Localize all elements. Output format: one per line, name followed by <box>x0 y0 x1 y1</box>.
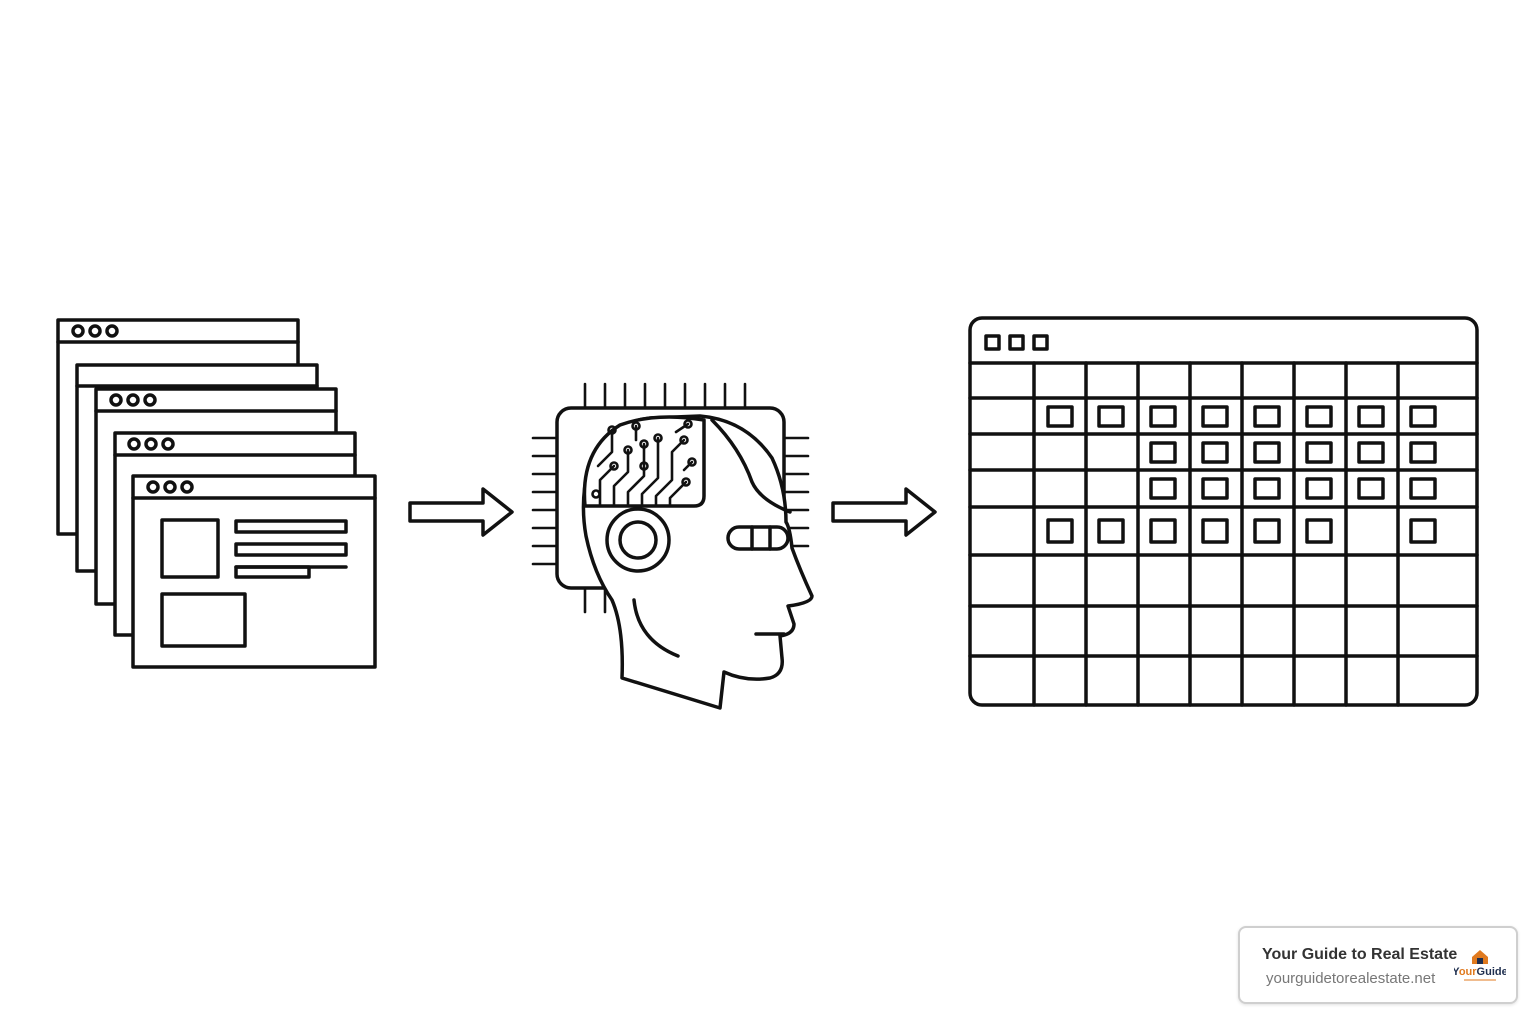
browser-window-stack-icon <box>56 318 377 669</box>
browser-window-front <box>131 474 377 669</box>
ai-brain-chip-head-icon <box>531 382 814 710</box>
svg-text:YourGuide: YourGuide <box>1454 966 1506 978</box>
watermark-url: yourguidetorealestate.net <box>1266 970 1436 987</box>
calendar-events <box>1046 405 1437 544</box>
watermark-badge: Your Guide to Real Estate yourguidetorea… <box>1238 926 1518 1004</box>
house-logo-icon: YourGuide <box>1454 950 1506 981</box>
right-arrow-icon <box>408 487 514 537</box>
right-arrow-icon <box>831 487 937 537</box>
watermark-title: Your Guide to Real Estate <box>1262 946 1458 963</box>
calendar-grid-window-icon <box>968 316 1479 707</box>
